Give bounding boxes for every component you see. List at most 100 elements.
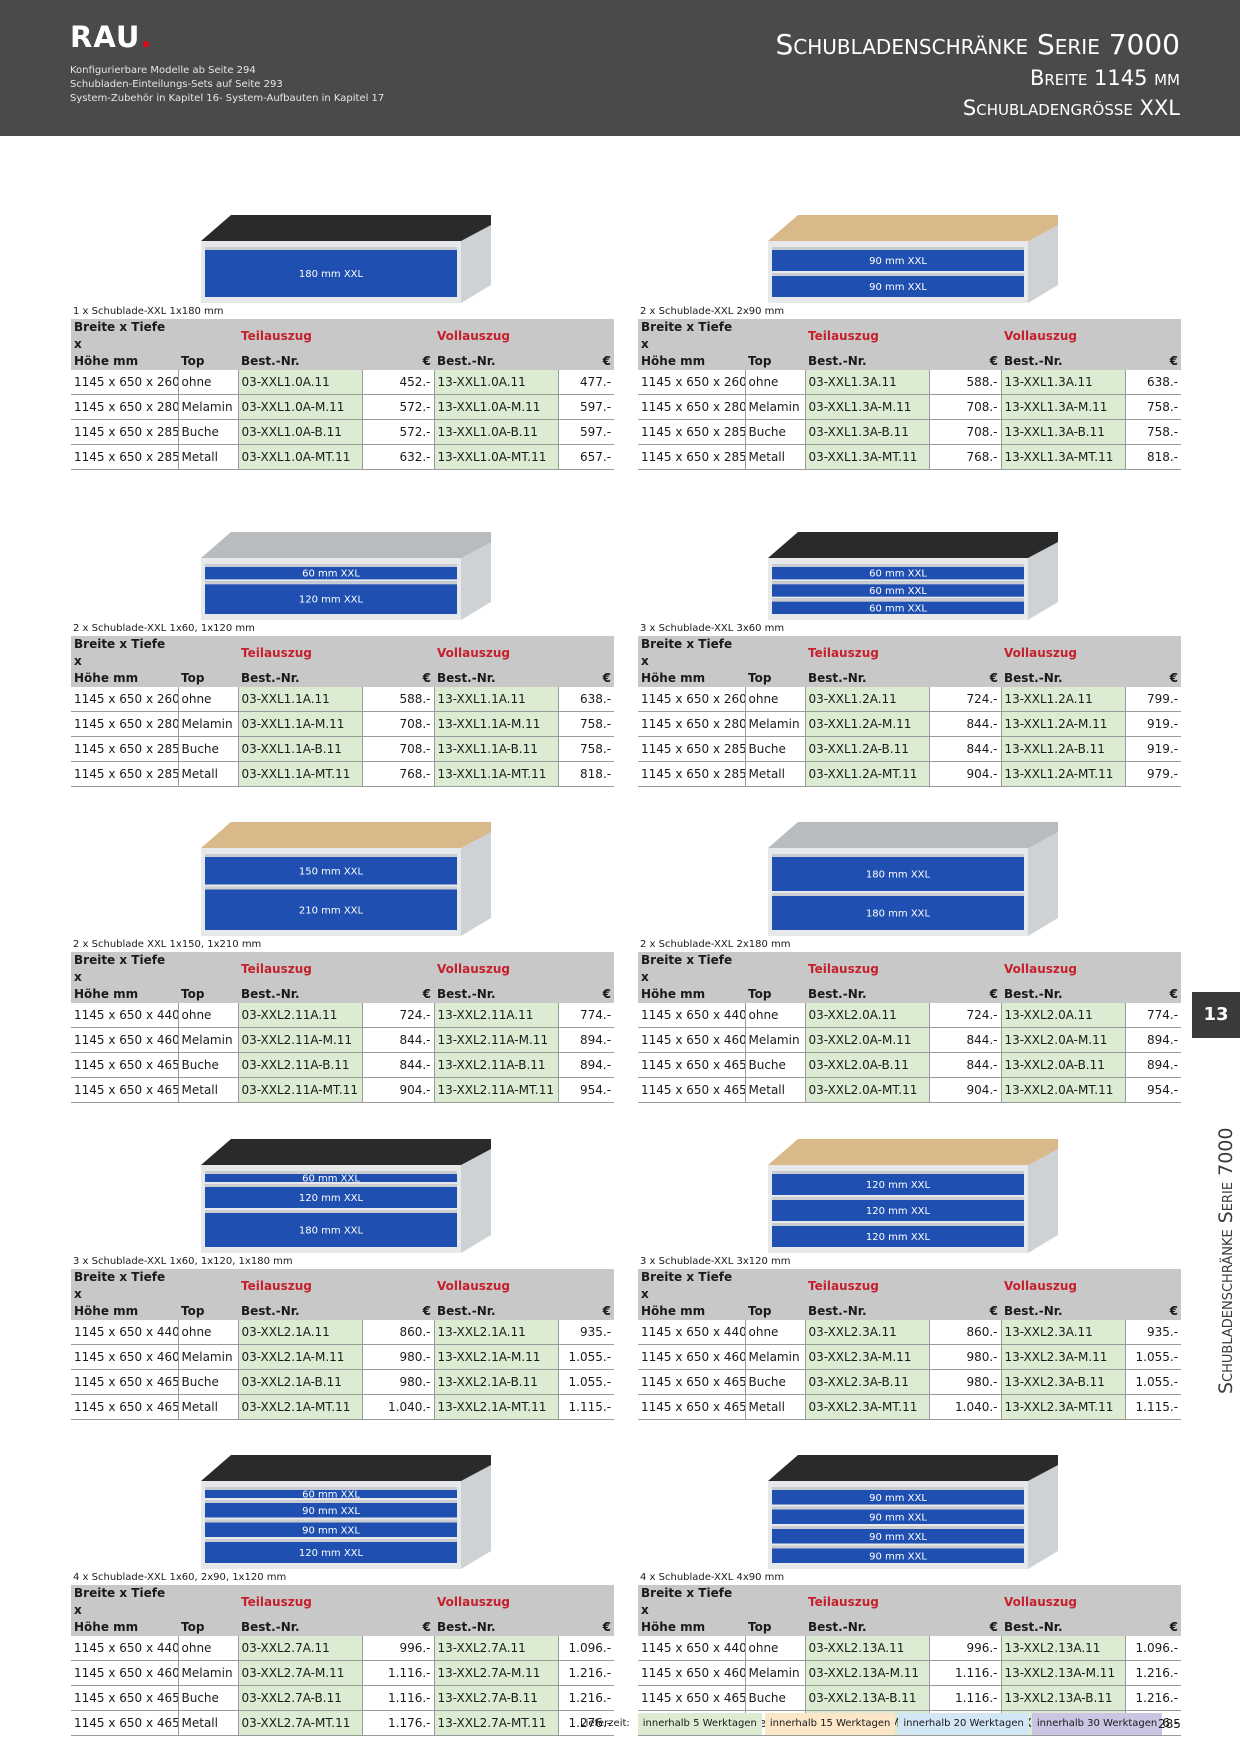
cabinet-side: [461, 832, 491, 936]
order-number-cell: 13-XXL1.1A.11: [434, 687, 559, 712]
product-caption: 3 x Schublade-XXL 1x60, 1x120, 1x180 mm: [73, 1256, 293, 1267]
order-number-cell: 03-XXL2.7A.11: [238, 1636, 363, 1661]
drawer-handle: [772, 1171, 1024, 1174]
col-header-price: €: [558, 986, 615, 1003]
drawer: [205, 1487, 457, 1498]
top-cell: Metall: [745, 1077, 806, 1103]
col-header-dimensions: Breite x Tiefe x: [638, 319, 745, 353]
top-cell: Buche: [178, 419, 239, 445]
order-number-cell: 03-XXL2.3A-M.11: [805, 1344, 930, 1370]
top-cell: ohne: [178, 1003, 239, 1028]
top-cell: Buche: [178, 1369, 239, 1395]
col-header-dimensions: Breite x Tiefe x: [71, 636, 178, 670]
order-number-cell: 03-XXL2.11A-M.11: [238, 1027, 363, 1053]
drawer-handle: [205, 564, 457, 567]
delivery-15-days: innerhalb 15 Werktagen: [764, 1713, 896, 1735]
price-cell: 904.-: [362, 1077, 435, 1103]
price-cell: 996.-: [929, 1636, 1002, 1661]
drawer: [205, 1519, 457, 1537]
col-header-full-extension: Vollauszug: [1001, 952, 1182, 986]
drawer-label: 180 mm XXL: [299, 269, 364, 280]
order-number-cell: 03-XXL1.1A-M.11: [238, 711, 363, 737]
cabinet-side: [461, 542, 491, 620]
cabinet-side: [461, 1149, 491, 1253]
dimensions-cell: 1145 x 650 x 465: [638, 1052, 746, 1078]
drawer-handle: [205, 854, 457, 857]
col-header-empty: [178, 1269, 238, 1303]
col-header-price: €: [362, 353, 435, 370]
order-number-cell: 13-XXL2.7A-M.11: [434, 1660, 559, 1686]
col-header-top: Top: [745, 1303, 805, 1320]
top-cell: Melamin: [745, 394, 806, 420]
cabinet-side: [1028, 1149, 1058, 1253]
price-cell: 724.-: [929, 1003, 1002, 1028]
dimensions-cell: 1145 x 650 x 465: [71, 1052, 179, 1078]
price-cell: 818.-: [558, 761, 615, 787]
dimensions-cell: 1145 x 650 x 465: [638, 1369, 746, 1395]
dimensions-cell: 1145 x 650 x 260: [71, 687, 179, 712]
page-subtitle-width: Breite 1145 mm: [1029, 66, 1180, 90]
drawer: [772, 1506, 1024, 1524]
col-header-top: Top: [178, 986, 238, 1003]
product-caption: 4 x Schublade-XXL 1x60, 2x90, 1x120 mm: [73, 1572, 287, 1583]
chapter-tab: 13: [1192, 992, 1240, 1038]
worktop: [201, 215, 491, 243]
price-cell: 1.276.-: [558, 1710, 615, 1736]
order-number-cell: 03-XXL1.1A-MT.11: [238, 761, 363, 787]
order-number-cell: 03-XXL2.7A-M.11: [238, 1660, 363, 1686]
col-header-partial-extension: Teilauszug: [805, 1585, 1002, 1619]
order-number-cell: 13-XXL1.0A-MT.11: [434, 444, 559, 470]
col-header-partial-extension: Teilauszug: [238, 1585, 435, 1619]
col-header-top: Top: [178, 353, 238, 370]
price-cell: 724.-: [929, 687, 1002, 712]
product-caption: 1 x Schublade-XXL 1x180 mm: [73, 306, 224, 317]
price-cell: 1.115.-: [558, 1394, 615, 1420]
col-header-price: €: [1125, 1303, 1182, 1320]
dimensions-cell: 1145 x 650 x 440: [638, 1320, 746, 1345]
drawer-handle: [772, 581, 1024, 585]
order-number-cell: 03-XXL2.0A.11: [805, 1003, 930, 1028]
drawer: [772, 893, 1024, 930]
top-cell: Buche: [178, 1685, 239, 1711]
drawer-handle: [772, 598, 1024, 602]
dimensions-cell: 1145 x 650 x 260: [71, 370, 179, 395]
drawer: [205, 886, 457, 930]
worktop: [201, 532, 491, 560]
drawer-label: 90 mm XXL: [869, 1512, 927, 1523]
drawer: [205, 854, 457, 885]
dimensions-cell: 1145 x 650 x 460: [638, 1344, 746, 1370]
col-header-full-extension: Vollauszug: [1001, 636, 1182, 670]
col-header-dimensions: Breite x Tiefe x: [71, 1269, 178, 1303]
price-cell: 588.-: [929, 370, 1002, 395]
col-header-height: Höhe mm: [638, 353, 745, 370]
price-cell: 768.-: [929, 444, 1002, 470]
drawer: [772, 1197, 1024, 1221]
col-header-top: Top: [745, 353, 805, 370]
price-cell: 1.216.-: [558, 1660, 615, 1686]
drawer-label: 120 mm XXL: [866, 1206, 931, 1217]
order-number-cell: 13-XXL1.3A-MT.11: [1001, 444, 1126, 470]
col-header-order-no: Best.-Nr.: [238, 1303, 362, 1320]
price-cell: 844.-: [929, 1027, 1002, 1053]
price-cell: 1.176.-: [362, 1710, 435, 1736]
worktop: [201, 1139, 491, 1167]
dimensions-cell: 1145 x 650 x 460: [638, 1027, 746, 1053]
drawer-label: 120 mm XXL: [299, 1548, 364, 1559]
order-number-cell: 03-XXL2.3A.11: [805, 1320, 930, 1345]
drawer-label: 90 mm XXL: [302, 1525, 360, 1536]
top-cell: ohne: [178, 370, 239, 395]
price-cell: 1.115.-: [1125, 1394, 1182, 1420]
price-cell: 954.-: [1125, 1077, 1182, 1103]
